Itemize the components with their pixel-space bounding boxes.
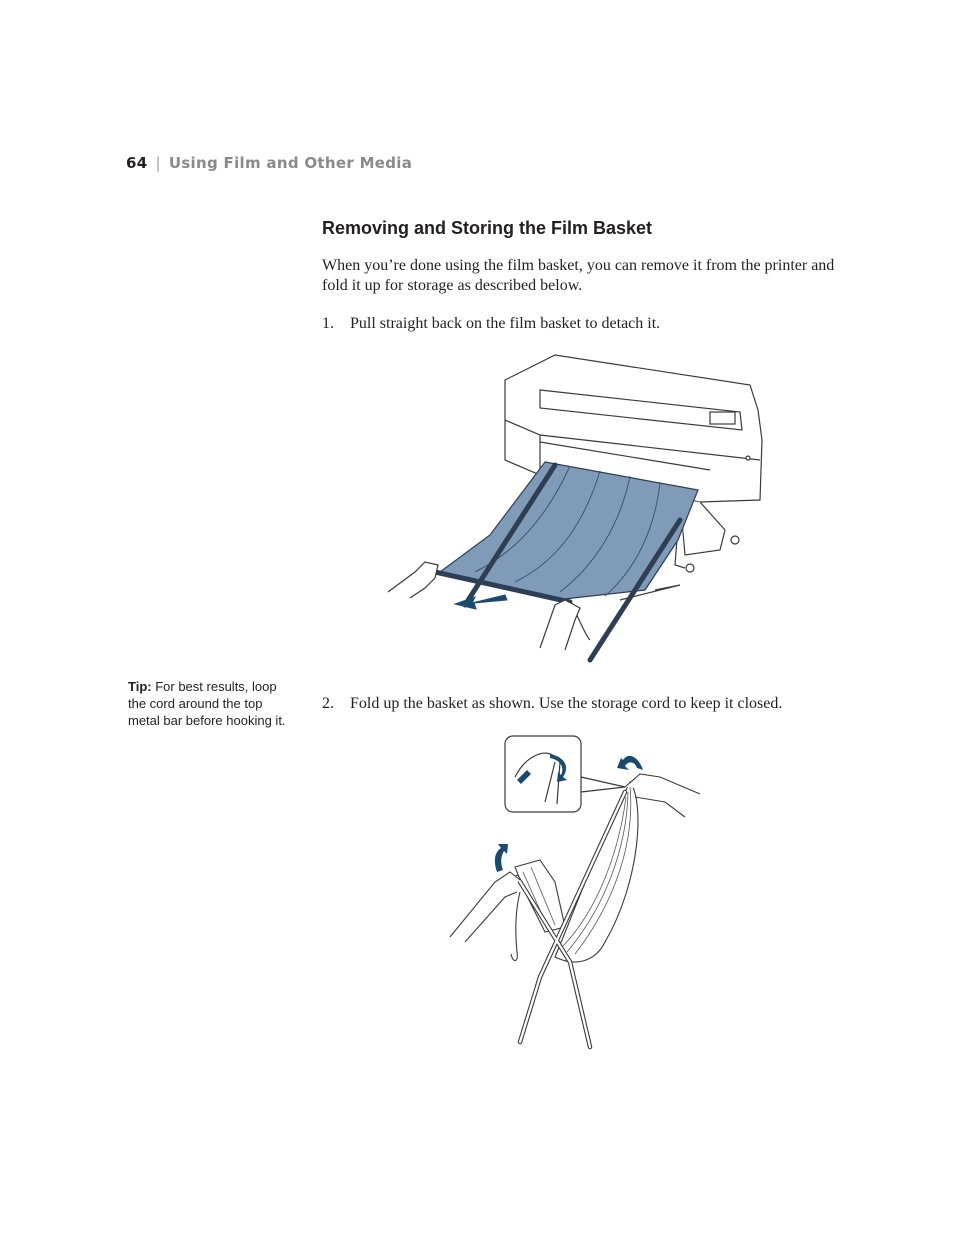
- step-2-number: 2.: [322, 695, 334, 712]
- chapter-title: Using Film and Other Media: [168, 154, 413, 172]
- tip-label: Tip:: [128, 679, 152, 694]
- step-1: 1. Pull straight back on the film basket …: [322, 314, 882, 334]
- page-number: 64: [126, 154, 148, 172]
- running-header: 64 | Using Film and Other Media: [126, 154, 412, 172]
- illustration-detach-basket: [387, 354, 763, 663]
- inset-detail-box: [504, 735, 582, 813]
- step-1-text: Pull straight back on the film basket to…: [350, 315, 661, 332]
- illustration-fold-basket: [449, 735, 701, 1050]
- tip-text: For best results, loop the cord around t…: [128, 679, 286, 728]
- header-separator: |: [155, 154, 161, 172]
- step-2: 2. Fold up the basket as shown. Use the s…: [322, 694, 882, 714]
- step-2-text: Fold up the basket as shown. Use the sto…: [350, 695, 783, 712]
- tip-note: Tip: For best results, loop the cord aro…: [128, 678, 290, 729]
- section-title: Removing and Storing the Film Basket: [322, 218, 653, 238]
- step-1-number: 1.: [322, 315, 334, 332]
- intro-paragraph: When you’re done using the film basket, …: [322, 257, 835, 294]
